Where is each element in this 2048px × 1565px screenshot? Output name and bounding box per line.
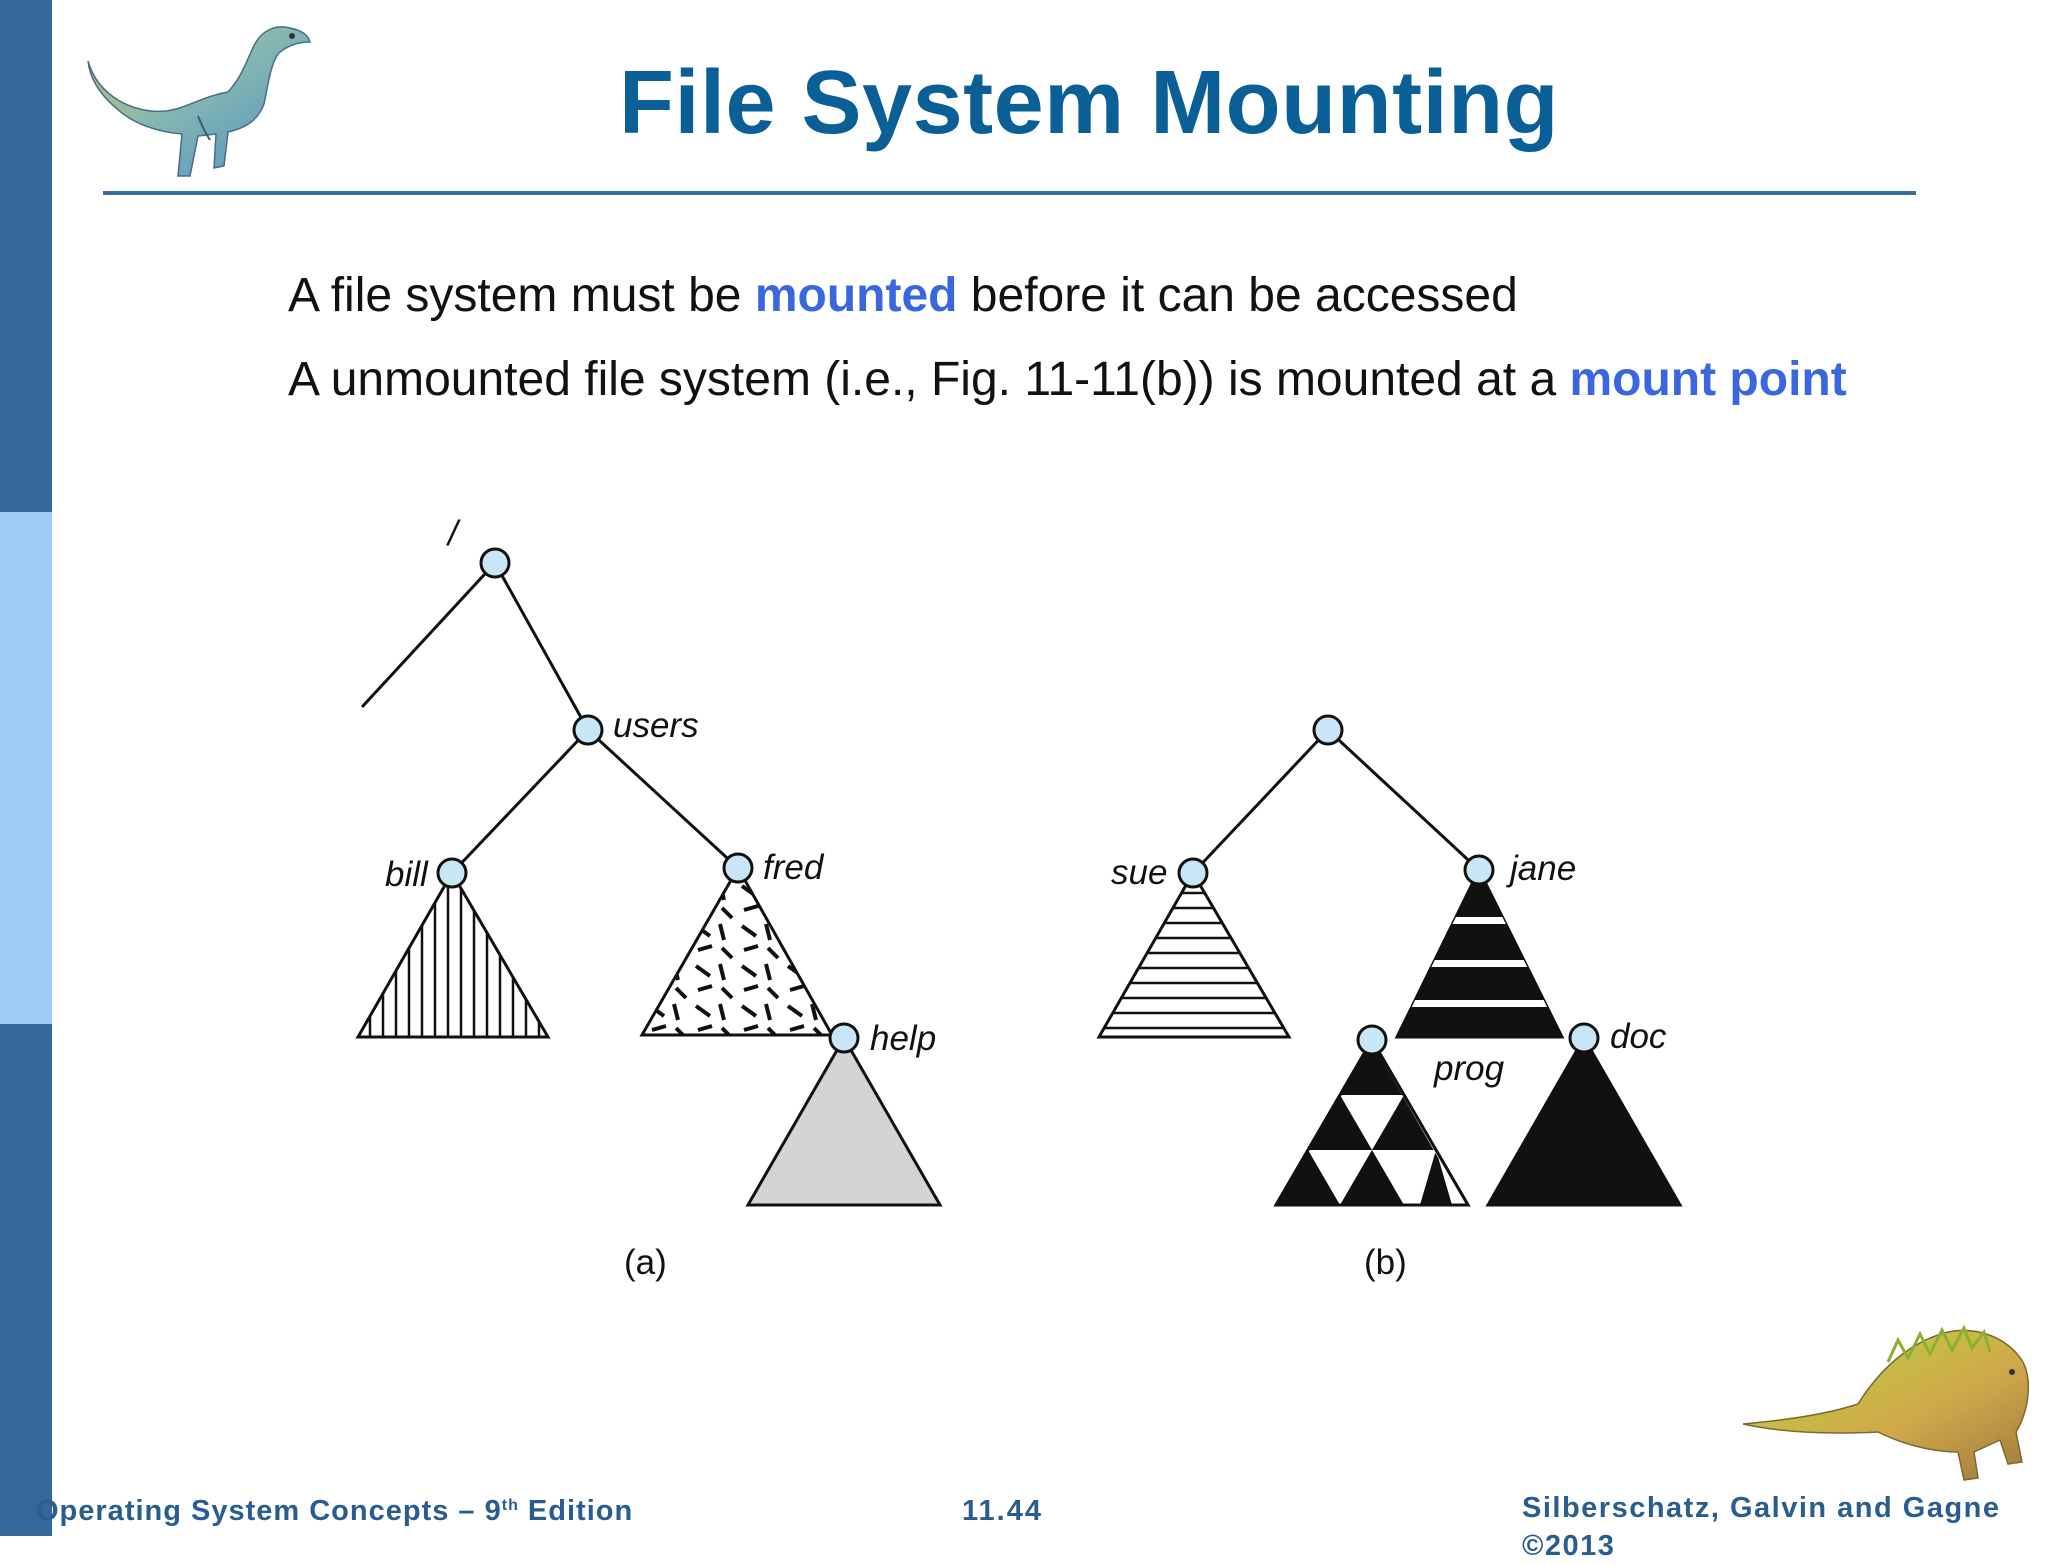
bullet-text: before it can be accessed	[957, 269, 1518, 322]
footer-edition-text: Edition	[518, 1495, 634, 1527]
caption-a: (a)	[624, 1243, 667, 1282]
tree-edge	[586, 728, 740, 870]
subtree-jane	[1394, 866, 1565, 1039]
tree-node	[1568, 1022, 1600, 1054]
node-label-jane: jane	[1506, 849, 1576, 888]
title-divider	[103, 191, 1916, 195]
bullet-item: A file system must be mounted before it …	[288, 265, 1848, 327]
bullet-text: A unmounted file system (i.e., Fig. 11-1…	[288, 353, 1570, 406]
tree-edge	[1326, 728, 1481, 872]
tree-node	[1463, 854, 1495, 886]
tree-node	[1312, 714, 1344, 746]
subtree-doc	[1485, 1034, 1683, 1207]
subtree-sue	[1096, 870, 1292, 1039]
tree-edge	[1191, 728, 1330, 875]
node-label-root: /	[446, 514, 461, 553]
sidebar-segment-top	[0, 0, 52, 512]
bullet-text: A file system must be	[288, 269, 755, 322]
tree-edge	[360, 561, 497, 709]
slide-title: File System Mounting	[618, 53, 1560, 153]
dinosaur-icon	[1742, 1324, 2030, 1481]
dinosaur-icon	[87, 26, 311, 177]
tree-node	[436, 857, 468, 889]
subtree-help	[745, 1034, 943, 1207]
footer-authors: Silberschatz, Galvin and Gagne ©2013	[1522, 1489, 2001, 1565]
node-label-doc: doc	[1610, 1017, 1667, 1056]
highlight-term-mount-point: mount point	[1569, 353, 1847, 406]
footer-book-text: Operating System Concepts – 9	[36, 1495, 502, 1527]
bullet-list: A file system must be mounted before it …	[288, 265, 1848, 433]
bullet-item: A unmounted file system (i.e., Fig. 11-1…	[288, 349, 1848, 411]
footer-book-title: Operating System Concepts – 9th Edition	[36, 1495, 633, 1528]
caption-b: (b)	[1364, 1243, 1407, 1282]
node-label-sue: sue	[1111, 853, 1167, 892]
tree-edge	[450, 728, 590, 875]
left-sidebar	[0, 0, 52, 1536]
subtree-bill	[355, 870, 551, 1039]
tree-node	[1356, 1024, 1388, 1056]
subtree-fred	[639, 864, 835, 1037]
node-label-help: help	[870, 1019, 936, 1058]
subtree-prog	[1273, 1037, 1471, 1207]
footer-superscript: th	[501, 1497, 519, 1514]
tree-node	[479, 547, 511, 579]
tree-node	[572, 714, 604, 746]
sidebar-segment-bottom	[0, 1024, 52, 1536]
node-label-prog: prog	[1433, 1049, 1505, 1088]
node-label-fred: fred	[763, 848, 825, 887]
tree-edge	[493, 562, 590, 731]
tree-node	[722, 852, 754, 884]
tree-a: / users bill fred help (a)	[355, 514, 943, 1282]
tree-node	[1177, 857, 1209, 889]
highlight-term-mounted: mounted	[754, 269, 958, 322]
node-label-bill: bill	[385, 855, 429, 894]
page-number: 11.44	[962, 1495, 1043, 1527]
node-label-users: users	[613, 706, 699, 745]
footer-copyright-line: ©2013	[1522, 1530, 1616, 1562]
tree-b: sue jane prog doc (b)	[1096, 714, 1683, 1282]
footer-authors-line: Silberschatz, Galvin and Gagne	[1522, 1492, 2001, 1524]
sidebar-segment-middle	[0, 512, 52, 1024]
tree-node	[828, 1022, 860, 1054]
